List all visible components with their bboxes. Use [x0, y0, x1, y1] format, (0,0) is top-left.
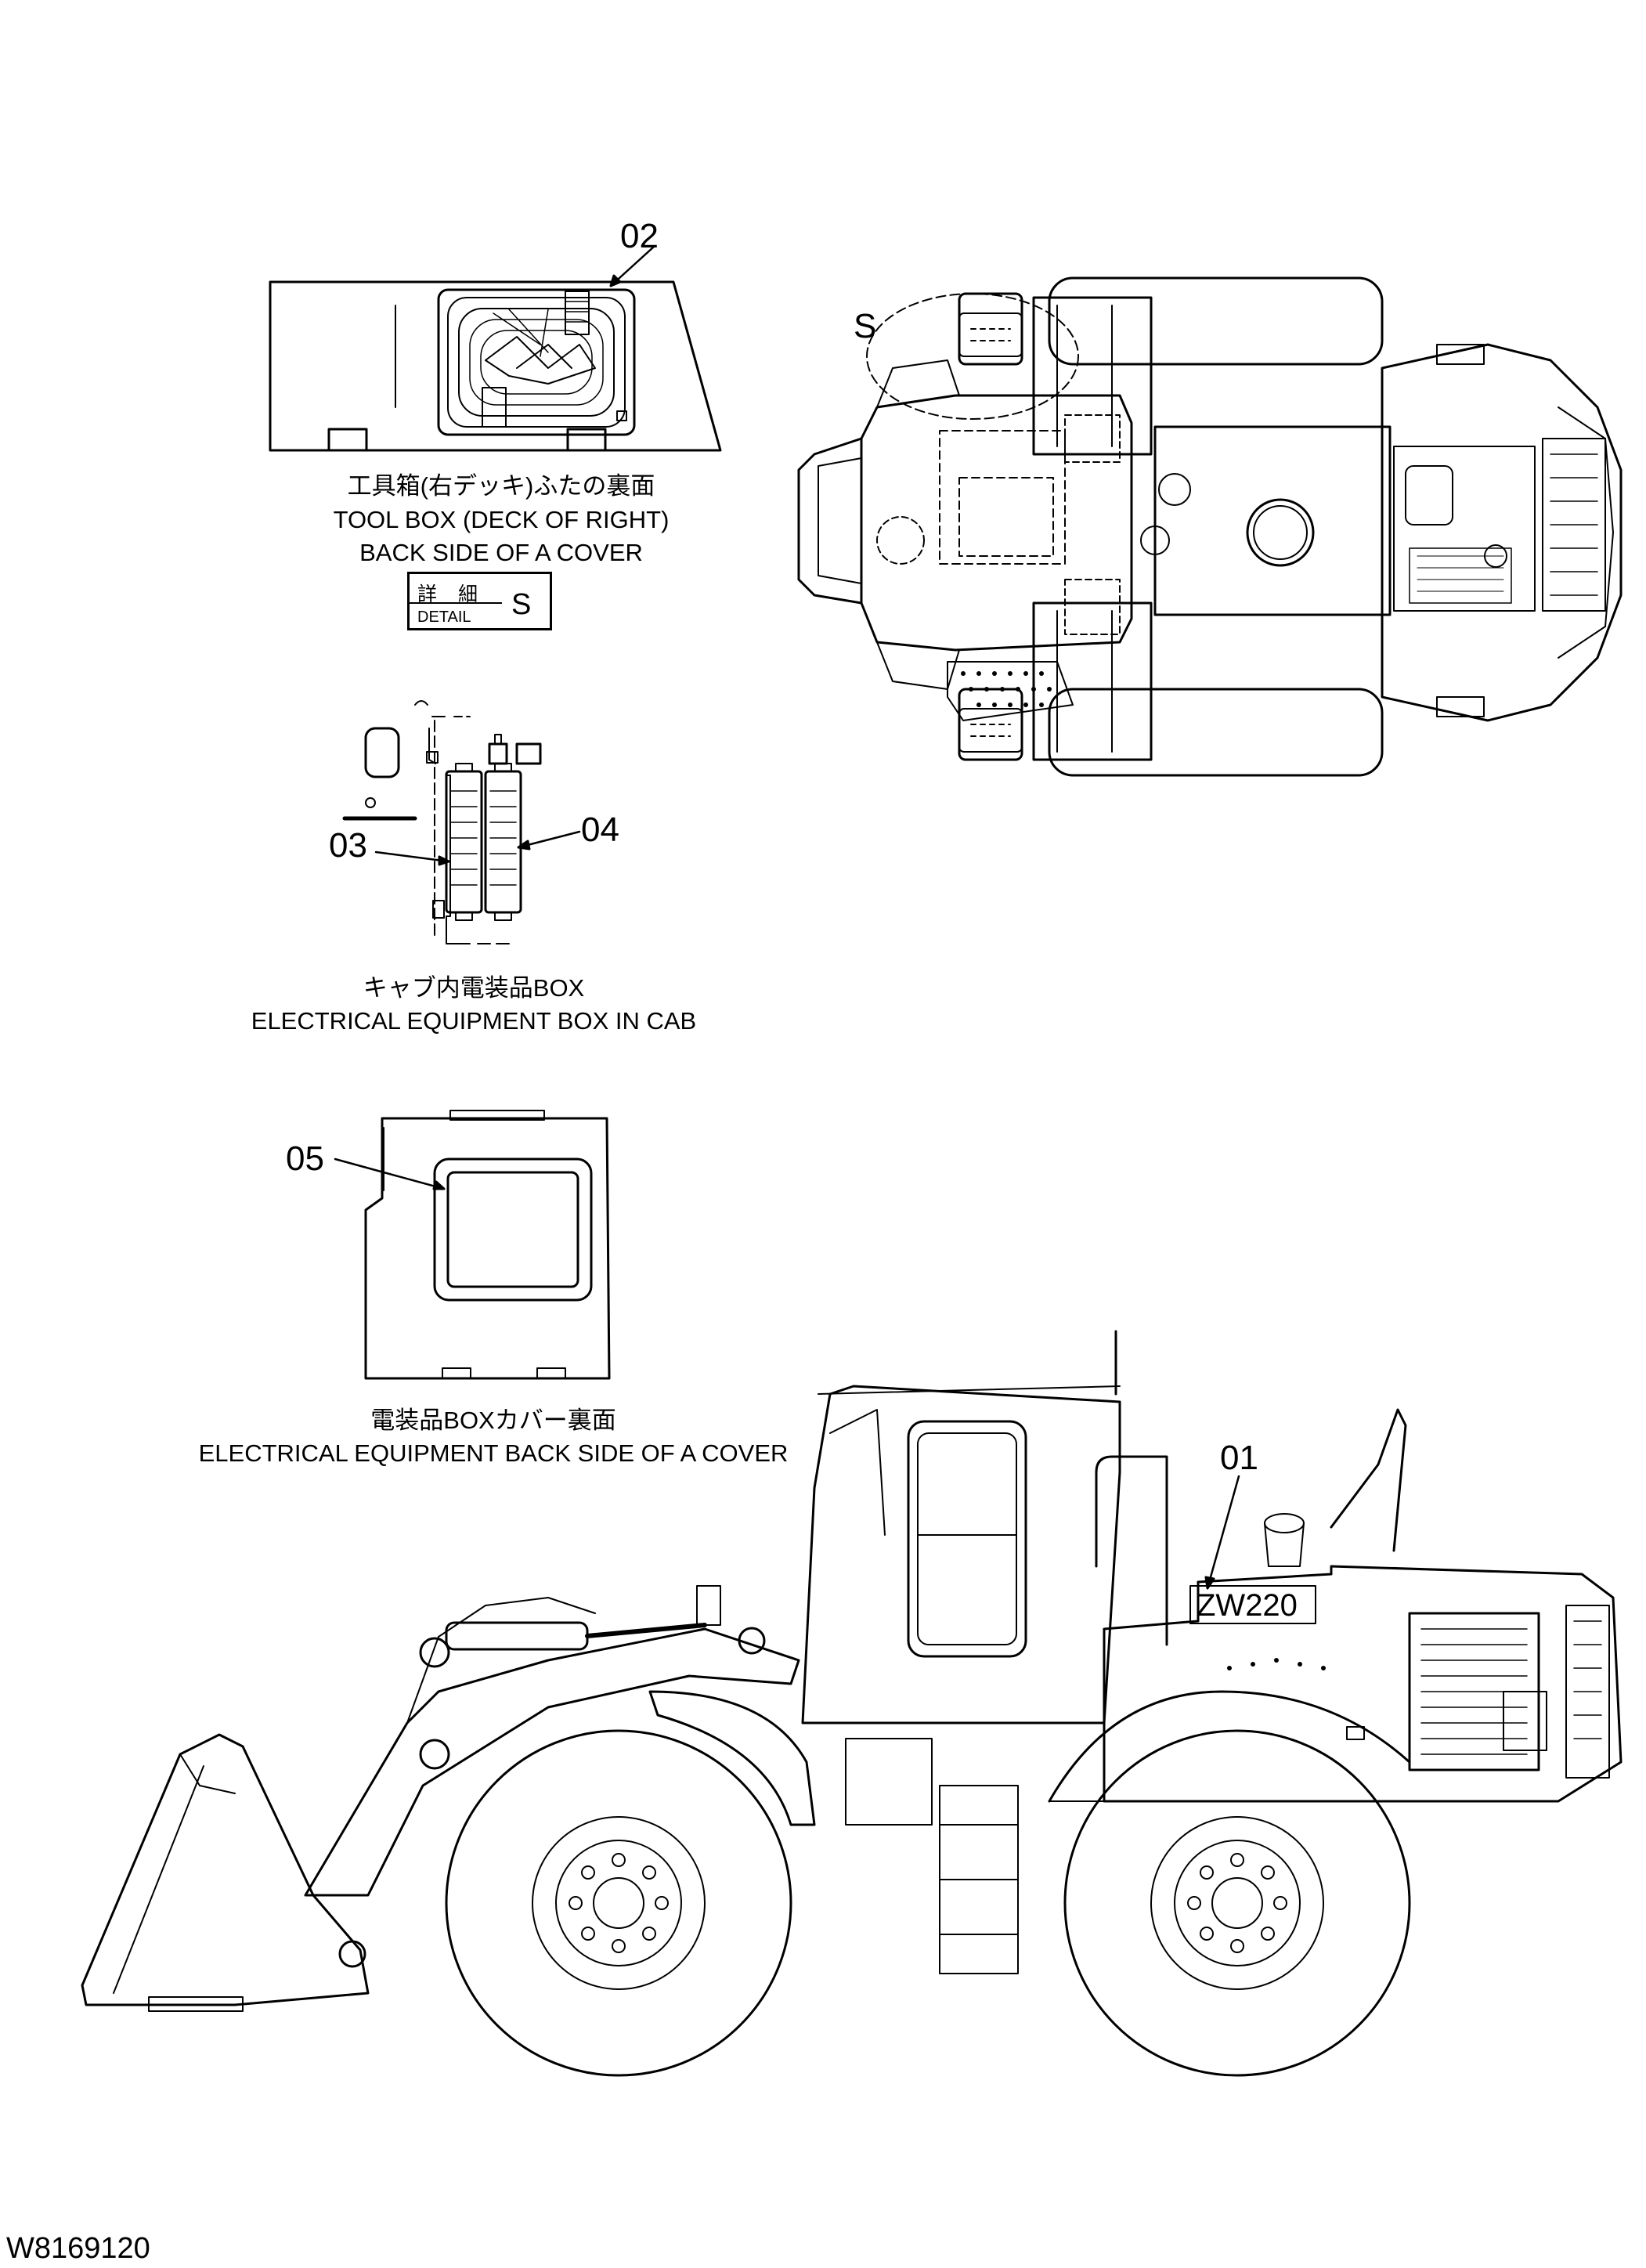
- callout-01: 01: [1220, 1439, 1258, 1477]
- callout-04: 04: [581, 811, 619, 849]
- detail-label-box: 詳 細 DETAIL S: [407, 572, 552, 630]
- leader-05-arrow: [432, 1180, 446, 1190]
- leader-02-arrow: [609, 274, 622, 287]
- leader-01: [1206, 1475, 1240, 1590]
- cover-caption-jp: 電装品BOXカバー裏面: [370, 1407, 616, 1434]
- leader-05: [334, 1157, 446, 1190]
- model-plate: ZW220: [1197, 1588, 1298, 1623]
- cab-electrical-box-drawing: [342, 700, 542, 944]
- leader-04-arrow: [517, 840, 531, 850]
- electrical-box-cover-drawing: [364, 1110, 611, 1380]
- detail-divider: [410, 602, 502, 604]
- detail-s-circle: [866, 293, 1079, 420]
- loader-side-view: [81, 1330, 1623, 2077]
- detail-label-jp: 詳 細: [417, 583, 485, 605]
- loader-top-view: [797, 276, 1623, 777]
- drawing-number: W8169120: [6, 2232, 150, 2265]
- cab-box-caption-en: ELECTRICAL EQUIPMENT BOX IN CAB: [251, 1007, 697, 1035]
- detail-letter: S: [511, 588, 532, 621]
- cover-caption-en: ELECTRICAL EQUIPMENT BACK SIDE OF A COVE…: [198, 1439, 789, 1467]
- toolbox-cover-drawing: [269, 280, 722, 452]
- toolbox-caption-en-1: TOOL BOX (DECK OF RIGHT): [333, 506, 670, 533]
- toolbox-caption-en-2: BACK SIDE OF A COVER: [359, 539, 643, 566]
- toolbox-caption-jp: 工具箱(右デッキ)ふたの裏面: [347, 472, 655, 500]
- leader-03-arrow: [438, 855, 450, 866]
- callout-05: 05: [286, 1139, 324, 1178]
- callout-03: 03: [329, 826, 367, 865]
- leader-03: [374, 850, 450, 863]
- leader-01-arrow: [1204, 1576, 1215, 1590]
- callout-detail-s: S: [854, 307, 877, 345]
- detail-label-en: DETAIL: [417, 609, 471, 626]
- callout-02: 02: [620, 217, 659, 255]
- cab-box-caption-jp: キャブ内電装品BOX: [363, 974, 585, 1002]
